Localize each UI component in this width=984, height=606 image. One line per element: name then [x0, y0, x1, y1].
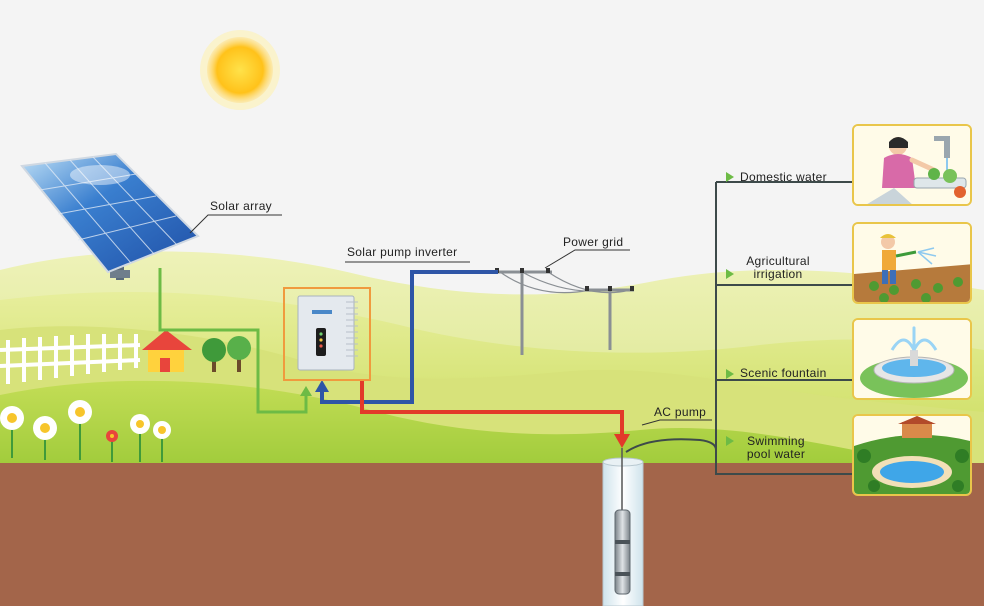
swimming-pool-card [852, 414, 972, 496]
solar-panel-icon [20, 152, 200, 280]
label-pool-line1: Swimming [747, 434, 805, 448]
domestic-water-card [852, 124, 972, 206]
label-agricultural-irrigation: Agricultural irrigation [738, 255, 818, 281]
ac-cable [360, 380, 624, 436]
scenic-fountain-card [852, 318, 972, 400]
label-power-grid: Power grid [563, 235, 624, 249]
fence-icon [0, 334, 141, 384]
tree-icon [202, 336, 251, 372]
label-solar-array: Solar array [210, 199, 272, 213]
inverter-icon [283, 287, 371, 381]
label-scenic-fountain: Scenic fountain [740, 366, 827, 380]
pump-icon [614, 509, 631, 595]
house-icon [142, 330, 192, 372]
farmer-watering-icon [854, 224, 970, 302]
label-ac-pump: AC pump [654, 405, 707, 419]
label-pool-line2: pool water [746, 447, 806, 461]
dc-cable [158, 268, 308, 414]
label-domestic-water: Domestic water [740, 170, 827, 184]
label-agri-line1: Agricultural [746, 254, 810, 268]
swimming-pool-icon [854, 416, 970, 494]
woman-washing-icon [854, 126, 970, 204]
label-swimming-pool: Swimming pool water [736, 435, 816, 461]
water-pipe [625, 181, 852, 475]
agricultural-irrigation-card [852, 222, 972, 304]
flowers-icon [0, 400, 171, 462]
label-agri-line2: irrigation [753, 267, 803, 281]
grid-cable [320, 270, 498, 404]
fountain-icon [854, 320, 970, 398]
label-inverter: Solar pump inverter [347, 245, 458, 259]
